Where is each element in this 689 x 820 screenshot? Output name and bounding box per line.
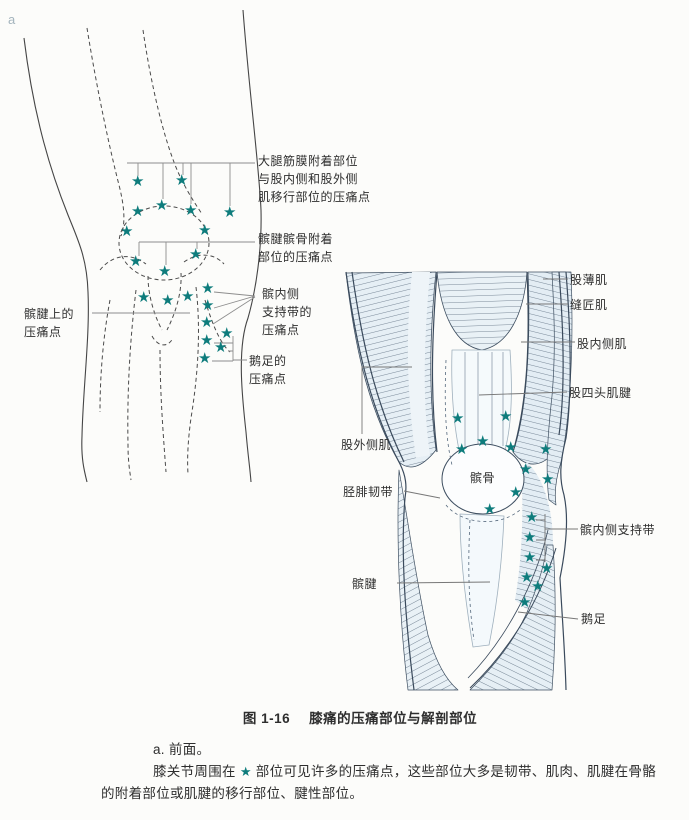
label-vastus-medialis: 股内侧肌: [577, 337, 628, 351]
patella-shape: [441, 443, 525, 515]
right-figure-dashed-details: [444, 359, 523, 641]
figure-number: 图 1-16: [242, 711, 291, 726]
label-gracilis: 股薄肌: [570, 273, 608, 287]
footnote-paragraph: 膝关节周围在★部位可见许多的压痛点，这些部位大多是韧带、肌肉、肌腱在骨骼的附着部…: [101, 761, 667, 805]
lateral-lower-muscle-shape: [397, 469, 459, 691]
label-vastus-lateralis: 股外侧肌: [341, 438, 392, 452]
paragraph-text-line2: 骼的附着部位或肌腱的移行部位、腱性部位。: [101, 764, 656, 801]
quadriceps-tendon-shape: [451, 349, 512, 451]
paragraph-text-before-star: 膝关节周围在: [153, 764, 236, 779]
label-tibiofibular-ligament: 胫腓韧带: [343, 485, 394, 499]
left-figure-leader-lines: [92, 162, 256, 362]
patella-dashed-outline: [118, 205, 210, 281]
right-figure-muscle-art: [345, 271, 573, 691]
label-patella: 髌骨: [470, 471, 496, 485]
label-sartorius: 缝匠肌: [570, 298, 608, 312]
label-medial-patellar-retinaculum: 髌内侧支持带: [580, 523, 656, 537]
label-thigh-fascia-points: 大腿筋膜附着部位 与股内侧和股外侧 肌移行部位的压痛点: [258, 154, 371, 204]
rectus-femoris-shape: [436, 271, 528, 351]
right-figure-contours: [345, 271, 571, 691]
left-figure-dashed-art: [86, 27, 231, 481]
label-medial-retinaculum-points: 髌内侧 支持带的 压痛点: [262, 287, 313, 337]
pes-anserinus-muscle-shape: [469, 544, 556, 691]
paragraph-text-after-star: 部位可见许多的压痛点，这些部位大多是韧带、肌肉、肌腱在骨: [255, 764, 643, 779]
left-figure-outline-art: [23, 9, 262, 483]
figure-footnote: a. 前面。 膝关节周围在★部位可见许多的压痛点，这些部位大多是韧带、肌肉、肌腱…: [101, 739, 667, 805]
right-figure-leader-lines: [361, 278, 579, 620]
iliotibial-band-shape: [407, 272, 430, 458]
label-pes-anserinus-points: 鹅足的 压痛点: [249, 354, 287, 386]
label-on-patellar-tendon-points: 髌腱上的 压痛点: [24, 307, 75, 339]
footnote-item-a: a. 前面。: [153, 742, 211, 757]
figure-title: 膝痛的压痛部位与解剖部位: [309, 711, 478, 726]
label-patellar-tendon-attachment-points: 髌腱髌骨附着 部位的压痛点: [258, 232, 334, 264]
subfigure-letter-a: a: [8, 12, 16, 27]
patellar-tendon-shape: [459, 513, 505, 648]
label-pes-anserinus: 鹅足: [581, 612, 607, 626]
label-quadriceps-tendon: 股四头肌腱: [569, 386, 632, 400]
label-patellar-tendon: 髌腱: [352, 577, 378, 591]
inline-star-symbol: ★: [239, 764, 252, 779]
figure-caption: 图 1-16 膝痛的压痛部位与解剖部位: [60, 707, 660, 727]
